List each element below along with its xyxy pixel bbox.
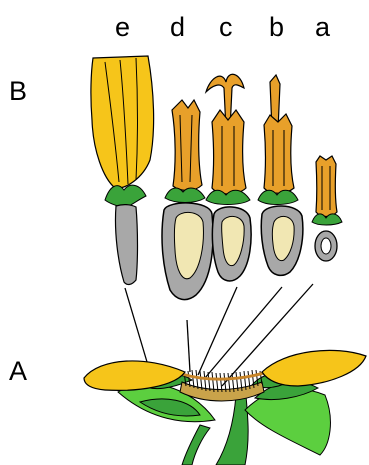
ray-petal-right bbox=[262, 350, 366, 386]
floret-e-ligule bbox=[91, 56, 154, 188]
stem-left-branch bbox=[182, 425, 210, 465]
floret-c bbox=[206, 74, 251, 281]
floret-a-corolla bbox=[316, 156, 337, 217]
floret-e-ovary bbox=[115, 205, 137, 285]
leader-line-d bbox=[187, 320, 190, 372]
floret-b-corolla bbox=[264, 114, 294, 193]
floret-letter-a: a bbox=[315, 14, 330, 41]
floret-letter-e: e bbox=[115, 14, 130, 41]
leader-line-c bbox=[198, 287, 237, 375]
stem bbox=[216, 395, 248, 465]
floret-d-bracts bbox=[165, 188, 205, 202]
floret-a bbox=[312, 156, 342, 261]
floret-letter-c: c bbox=[219, 14, 233, 41]
capitulum-drawing bbox=[84, 350, 366, 465]
floret-letter-d: d bbox=[170, 14, 185, 41]
row-label-a: A bbox=[9, 358, 27, 385]
floret-c-bracts bbox=[206, 190, 250, 204]
floret-e bbox=[91, 56, 154, 284]
row-label-b: B bbox=[9, 78, 27, 105]
floret-c-corolla bbox=[212, 110, 246, 194]
floret-d-corolla bbox=[172, 100, 202, 190]
leader-line-e bbox=[125, 288, 150, 372]
floret-b bbox=[258, 75, 303, 275]
floret-d bbox=[162, 100, 213, 300]
floret-a-ovule bbox=[321, 238, 331, 254]
floret-letter-b: b bbox=[269, 14, 284, 41]
